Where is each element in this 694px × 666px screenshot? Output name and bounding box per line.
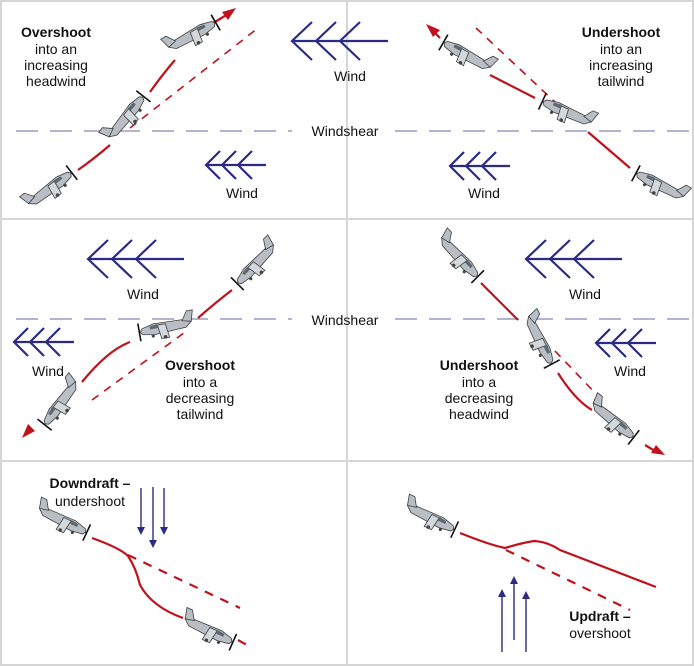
panel-downdraft-undershoot: Downdraft – undershoot — [30, 475, 253, 653]
flight-path — [149, 59, 176, 93]
panel-subtitle-line: decreasing — [166, 390, 235, 406]
airplane-icon — [227, 234, 286, 293]
panel-title: Overshoot — [165, 357, 235, 373]
wind-label: Wind — [614, 363, 646, 379]
direction-arrowhead — [651, 445, 665, 455]
planned-path-dashed — [475, 27, 556, 103]
airplane-icon — [176, 606, 239, 653]
wind-arrow-icon — [204, 149, 268, 181]
wind-arrow-icon — [524, 238, 624, 280]
wind-label: Wind — [226, 185, 258, 201]
panel-subtitle-line: into a — [462, 374, 496, 390]
panel-subtitle-line: headwind — [26, 73, 86, 89]
panel-title: Undershoot — [440, 357, 519, 373]
direction-arrowhead — [22, 424, 35, 438]
panel-subtitle-line: tailwind — [177, 406, 224, 422]
flight-path — [459, 531, 657, 589]
airplane-icon — [398, 493, 461, 541]
panel-undershoot-decreasing-headwind: Wind Wind Undershoot into a decreasing h… — [429, 227, 665, 455]
panel-subtitle-line: undershoot — [55, 493, 125, 509]
flight-path — [77, 144, 111, 171]
panel-subtitle-line: tailwind — [598, 73, 645, 89]
windshear-label-top: Windshear — [312, 123, 379, 139]
flight-path — [81, 340, 131, 383]
panel-subtitle-line: into an — [600, 41, 642, 57]
direction-arrowhead — [222, 8, 236, 20]
wind-label: Wind — [32, 363, 64, 379]
wind-arrow-icon — [594, 327, 658, 359]
airplane-icon — [515, 307, 565, 370]
panel-subtitle-line: overshoot — [569, 625, 631, 641]
wind-arrow-icon — [448, 150, 512, 182]
flight-path — [480, 282, 519, 321]
panel-undershoot-increasing-tailwind: Undershoot into an increasing tailwind W… — [426, 24, 693, 210]
panel-overshoot-increasing-headwind: Overshoot into an increasing headwind Wi… — [18, 8, 390, 217]
wind-label: Wind — [127, 286, 159, 302]
flight-path-extension — [237, 639, 253, 649]
wind-label: Wind — [334, 68, 366, 84]
panel-title: Downdraft – — [50, 475, 131, 491]
wind-arrow-icon — [290, 20, 390, 62]
flight-path — [489, 74, 536, 99]
panel-title: Undershoot — [582, 24, 661, 40]
airplane-icon — [136, 309, 198, 344]
panel-subtitle-line: increasing — [24, 57, 88, 73]
panel-subtitle-line: increasing — [589, 57, 653, 73]
wind-label: Wind — [468, 185, 500, 201]
panel-title: Updraft – — [569, 608, 631, 624]
flight-path — [587, 131, 631, 169]
wind-arrow-icon — [86, 238, 186, 280]
flight-path — [91, 536, 184, 620]
planned-path-dashed — [554, 350, 601, 399]
panel-updraft-overshoot: Updraft – overshoot — [398, 493, 657, 652]
flight-path — [557, 372, 593, 411]
airplane-icon — [18, 161, 80, 217]
downdraft-arrows-icon — [137, 487, 168, 548]
airplane-icon — [536, 88, 600, 136]
planned-path-dashed — [91, 329, 189, 401]
direction-arrowhead — [426, 24, 440, 37]
airplane-icon — [437, 30, 500, 81]
wind-label: Wind — [569, 286, 601, 302]
airplane-icon — [429, 227, 488, 286]
panel-subtitle-line: headwind — [449, 406, 509, 422]
flight-path — [197, 289, 233, 319]
wind-arrow-icon — [12, 326, 76, 358]
planned-path-dashed — [127, 554, 241, 609]
panel-subtitle-line: into an — [35, 41, 77, 57]
airplane-icon — [582, 391, 643, 447]
panel-subtitle-line: into a — [183, 374, 217, 390]
panel-subtitle-line: decreasing — [445, 390, 514, 406]
updraft-arrows-icon — [498, 576, 530, 652]
panel-overshoot-decreasing-tailwind: Wind Wind Overshoot into a decreasing ta… — [12, 234, 286, 438]
windshear-label-mid: Windshear — [312, 312, 379, 328]
planned-path-dashed — [129, 27, 259, 129]
panel-title: Overshoot — [21, 24, 91, 40]
airplane-icon — [159, 10, 222, 61]
airplane-icon — [630, 160, 693, 210]
planned-path-dashed — [505, 549, 631, 611]
airplane-icon — [33, 371, 89, 433]
